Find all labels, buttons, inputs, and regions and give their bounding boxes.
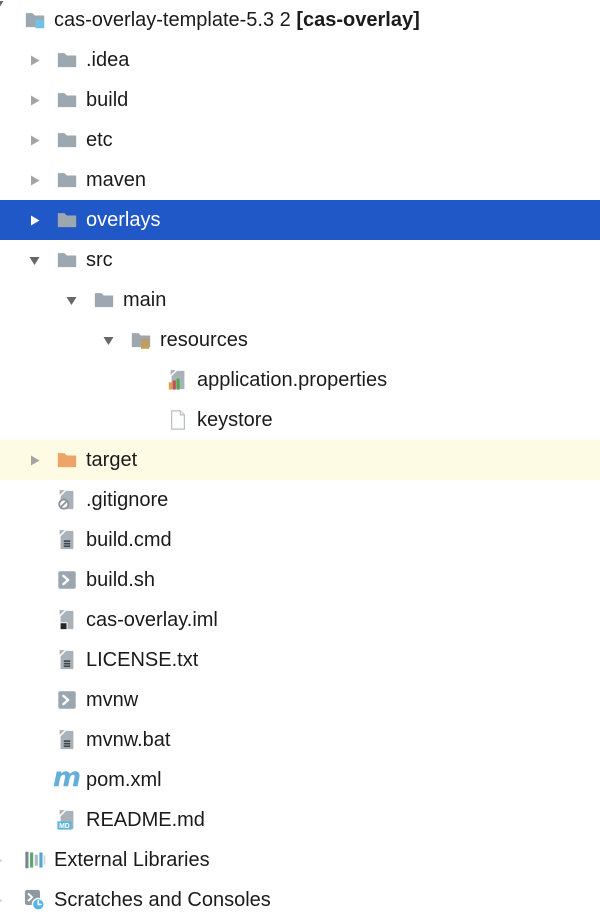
text-file-icon [56, 649, 78, 671]
tree-item-label: .idea [86, 49, 130, 71]
tree-row-keystore[interactable]: keystore [0, 400, 600, 440]
tree-item-label: .gitignore [86, 489, 169, 511]
project-folder-icon [24, 9, 46, 31]
module-file-icon [56, 609, 78, 631]
tree-row-license-txt[interactable]: LICENSE.txt [0, 640, 600, 680]
tree-item-label: README.md [86, 809, 205, 831]
expand-arrow-icon[interactable] [24, 120, 44, 160]
tree-item-label: LICENSE.txt [86, 649, 199, 671]
collapse-arrow-icon[interactable] [24, 240, 44, 280]
tree-item-label: Scratches and Consoles [54, 889, 271, 911]
arrow-spacer [24, 760, 44, 800]
folder-icon [56, 169, 78, 191]
tree-item-label: application.properties [197, 369, 388, 391]
tree-row-main[interactable]: main [0, 280, 600, 320]
tree-row-external-libraries[interactable]: External Libraries [0, 840, 600, 880]
tree-row-idea[interactable]: .idea [0, 40, 600, 80]
excluded-folder-icon [56, 449, 78, 471]
folder-icon [56, 129, 78, 151]
expand-arrow-icon[interactable] [24, 200, 44, 240]
tree-item-label: main [123, 289, 167, 311]
arrow-spacer [135, 360, 155, 400]
folder-icon [93, 289, 115, 311]
tree-item-label: target [86, 449, 138, 471]
tree-row-build-sh[interactable]: build.sh [0, 560, 600, 600]
tree-item-label: cas-overlay-template-5.3 2 [cas-overlay] [54, 9, 420, 31]
maven-icon: m [52, 762, 82, 793]
tree-row-scratches-and-consoles[interactable]: Scratches and Consoles [0, 880, 600, 920]
arrow-spacer [24, 480, 44, 520]
project-name-badge: [cas-overlay] [296, 9, 420, 31]
tree-row-project-root[interactable]: cas-overlay-template-5.3 2 [cas-overlay] [0, 0, 600, 40]
tree-row-maven[interactable]: maven [0, 160, 600, 200]
tree-item-label: src [86, 249, 113, 271]
arrow-spacer [24, 600, 44, 640]
collapse-arrow-icon[interactable] [61, 280, 81, 320]
tree-item-label: etc [86, 129, 113, 151]
tree-item-label: maven [86, 169, 147, 191]
text-file-icon [56, 529, 78, 551]
tree-row-cas-overlay-iml[interactable]: cas-overlay.iml [0, 600, 600, 640]
ignored-file-icon [56, 489, 78, 511]
arrow-spacer [24, 720, 44, 760]
tree-row-overlays[interactable]: overlays [0, 200, 600, 240]
tree-row-target[interactable]: target [0, 440, 600, 480]
folder-icon [56, 249, 78, 271]
arrow-spacer [24, 680, 44, 720]
tree-item-label: build.cmd [86, 529, 172, 551]
external-libraries-icon [24, 849, 46, 871]
scratches-consoles-icon [24, 889, 46, 911]
tree-item-label: pom.xml [86, 769, 162, 791]
tree-row-mvnw-bat[interactable]: mvnw.bat [0, 720, 600, 760]
tree-item-label: mvnw [86, 689, 139, 711]
expand-arrow-icon[interactable] [0, 880, 7, 920]
svg-text:MD: MD [59, 823, 70, 830]
resources-folder-icon [130, 329, 152, 351]
folder-icon [56, 49, 78, 71]
tree-item-label: cas-overlay.iml [86, 609, 218, 631]
tree-item-label: overlays [86, 209, 161, 231]
tree-item-label: resources [160, 329, 248, 351]
tree-row-src[interactable]: src [0, 240, 600, 280]
tree-item-label: build [86, 89, 129, 111]
properties-file-icon [167, 369, 189, 391]
markdown-file-icon: MD [56, 809, 78, 831]
tree-row-mvnw[interactable]: mvnw [0, 680, 600, 720]
tree-row-build-cmd[interactable]: build.cmd [0, 520, 600, 560]
tree-row-build[interactable]: build [0, 80, 600, 120]
file-icon [167, 409, 189, 431]
arrow-spacer [24, 520, 44, 560]
tree-row-gitignore[interactable]: .gitignore [0, 480, 600, 520]
tree-item-label: mvnw.bat [86, 729, 171, 751]
text-file-icon [56, 729, 78, 751]
shell-script-icon [56, 689, 78, 711]
tree-item-label: build.sh [86, 569, 155, 591]
expand-arrow-icon[interactable] [24, 80, 44, 120]
tree-item-label: keystore [197, 409, 273, 431]
tree-row-resources[interactable]: resources [0, 320, 600, 360]
folder-icon [56, 89, 78, 111]
shell-script-icon [56, 569, 78, 591]
arrow-spacer [24, 800, 44, 840]
tree-row-readme-md[interactable]: MD README.md [0, 800, 600, 840]
expand-arrow-icon[interactable] [24, 440, 44, 480]
arrow-spacer [24, 640, 44, 680]
folder-icon [56, 209, 78, 231]
tree-row-application-properties[interactable]: application.properties [0, 360, 600, 400]
arrow-spacer [24, 560, 44, 600]
tree-item-label: External Libraries [54, 849, 210, 871]
arrow-spacer [135, 400, 155, 440]
expand-arrow-icon[interactable] [24, 160, 44, 200]
expand-arrow-icon[interactable] [0, 840, 7, 880]
expand-arrow-icon[interactable] [24, 40, 44, 80]
collapse-arrow-icon[interactable] [0, 0, 8, 24]
tree-row-etc[interactable]: etc [0, 120, 600, 160]
collapse-arrow-icon[interactable] [98, 320, 118, 360]
